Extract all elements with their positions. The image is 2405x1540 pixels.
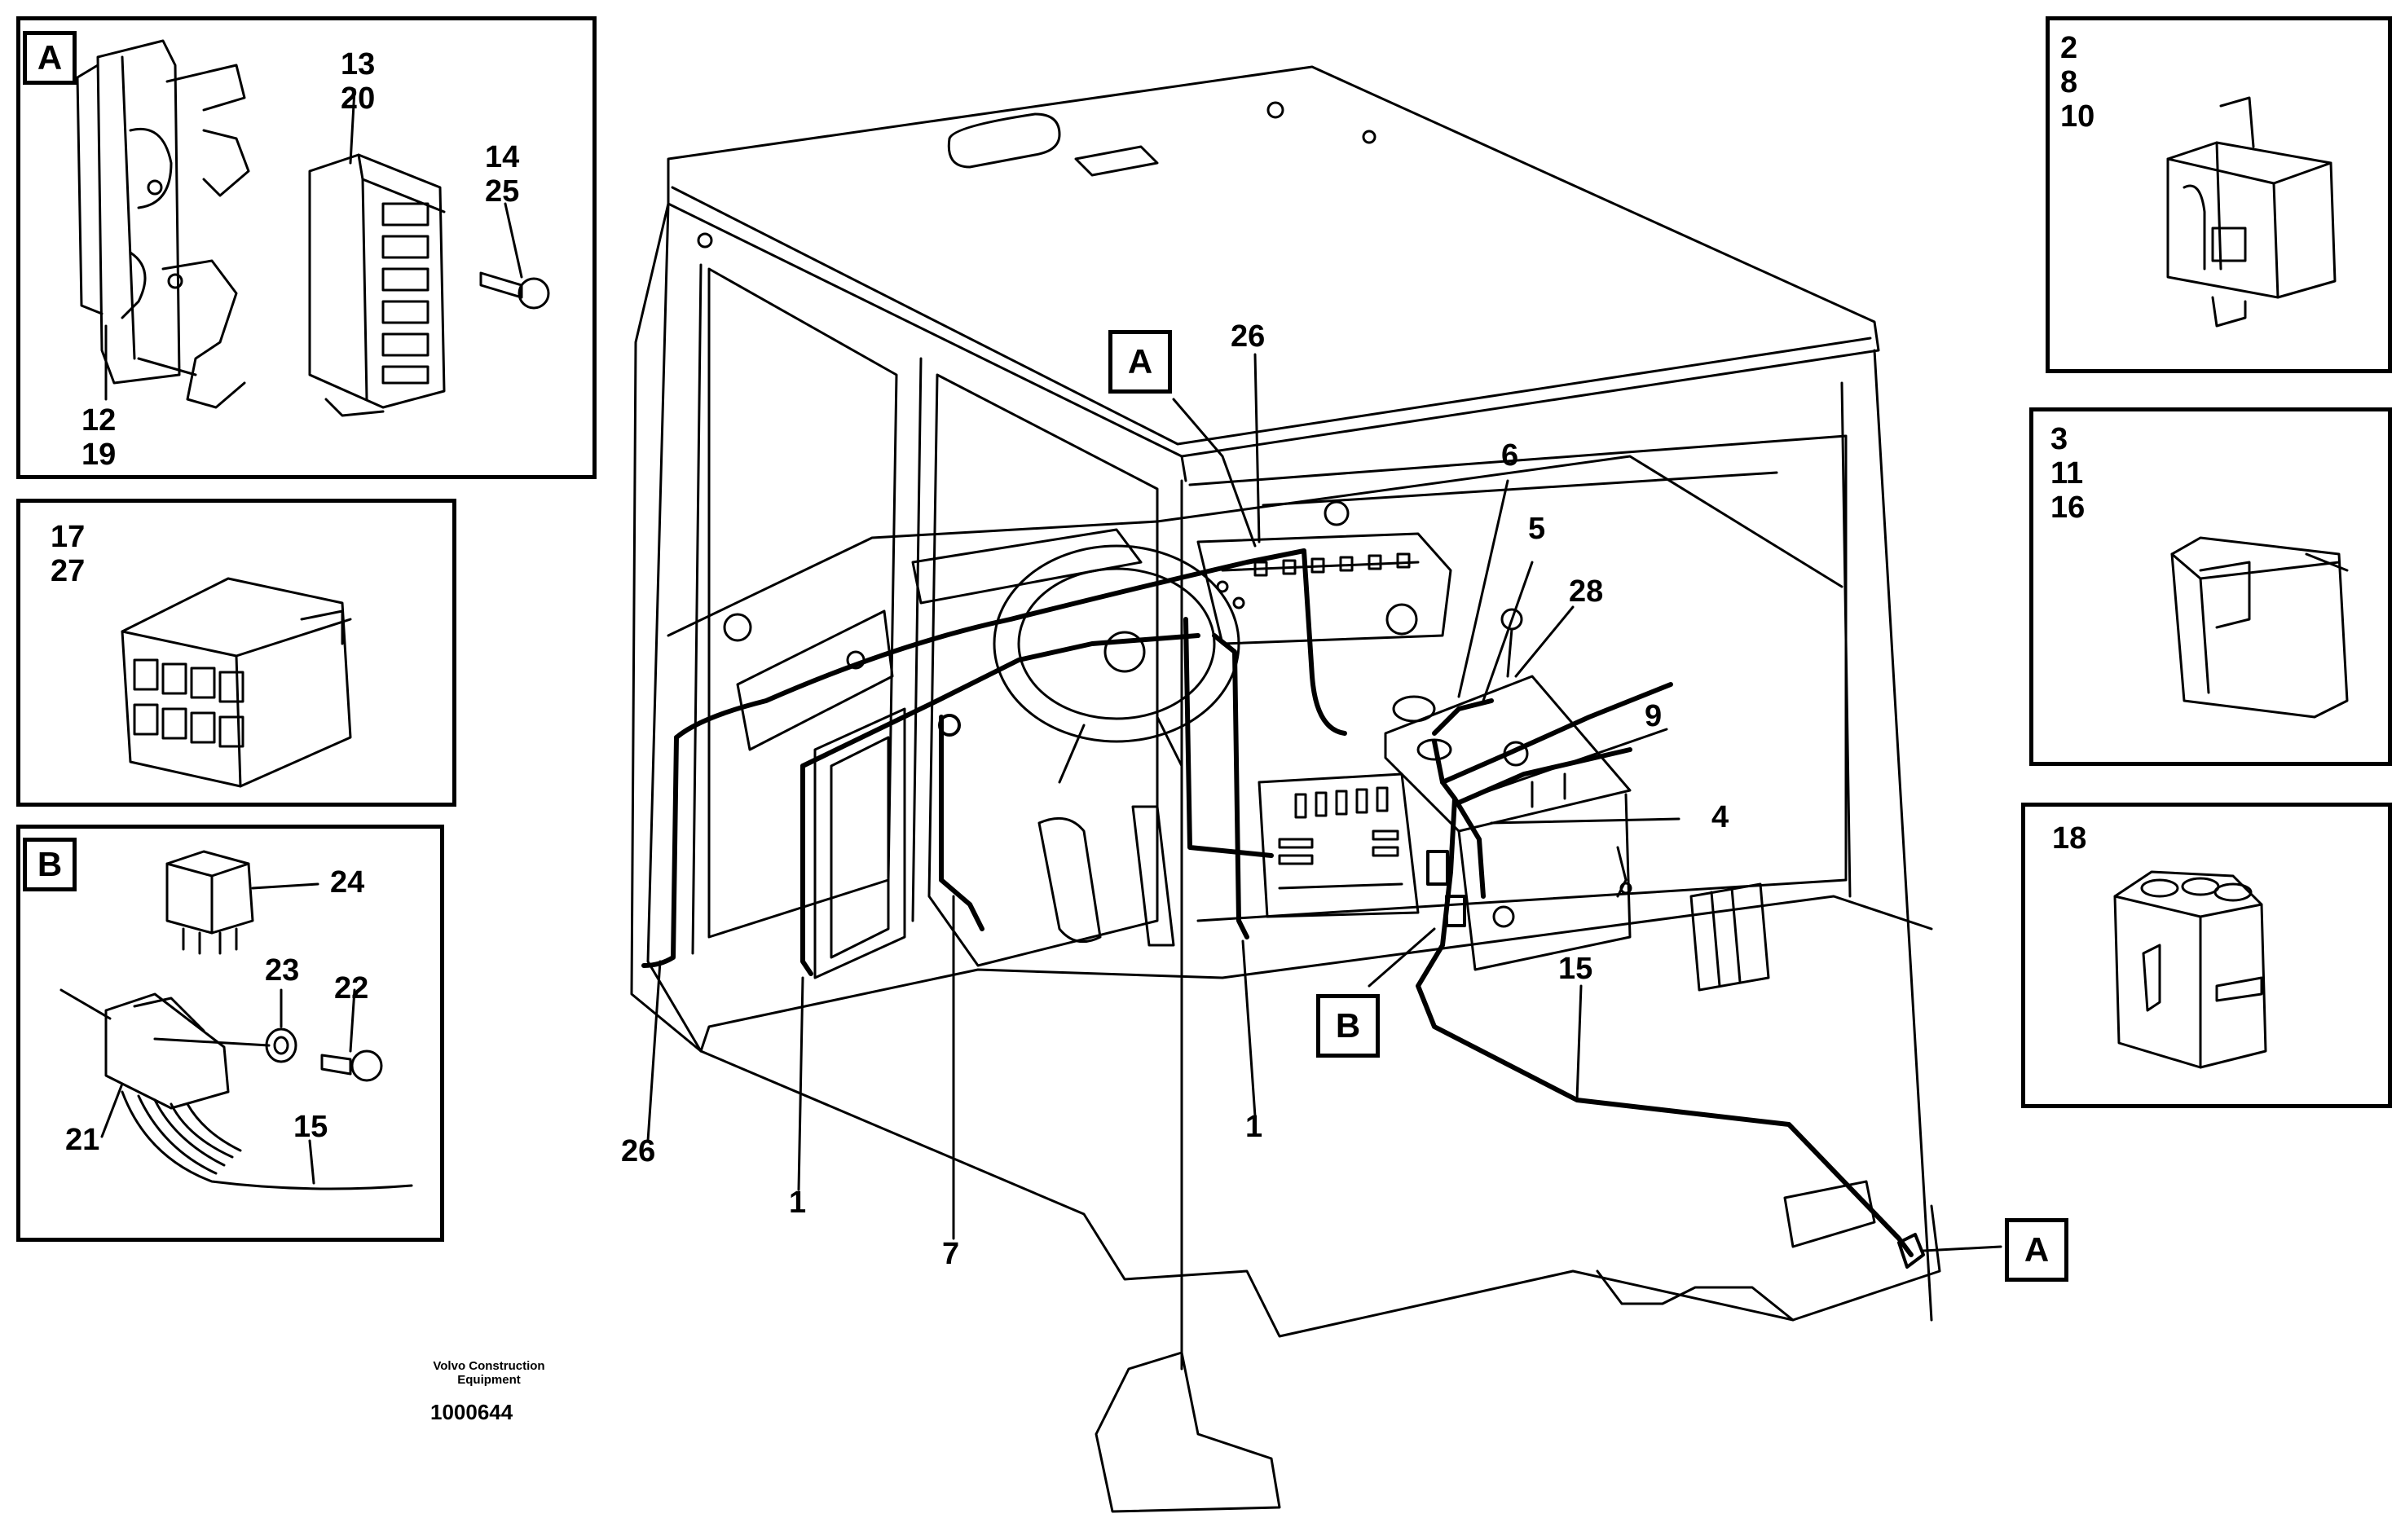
connector-17-27-art	[121, 577, 352, 788]
label-21: 21	[65, 1123, 100, 1157]
manufacturer-credit: Volvo Construction Equipment	[433, 1359, 545, 1387]
connector-3-11-16-art	[2170, 536, 2349, 719]
main-a-tag-right: A	[2005, 1218, 2068, 1282]
label-23: 23	[265, 953, 300, 988]
dashboard-and-steering	[736, 528, 1770, 992]
callout-9: 9	[1645, 699, 1663, 733]
label-22: 22	[334, 971, 369, 1005]
callout-7: 7	[942, 1237, 960, 1271]
callout-1-left: 1	[789, 1186, 807, 1220]
wiring-harnesses	[641, 548, 1914, 1257]
callout-26-top: 26	[1231, 319, 1266, 354]
inset-a-tag: A	[23, 31, 77, 85]
label-15-inset: 15	[293, 1110, 328, 1144]
inset-3-11-16-panel	[2029, 407, 2392, 766]
label-14-25: 14 25	[485, 140, 520, 209]
label-17-27: 17 27	[51, 520, 86, 588]
callout-28: 28	[1569, 574, 1604, 609]
callout-6: 6	[1501, 438, 1519, 473]
main-b-tag: B	[1316, 994, 1380, 1058]
document-number: 1000644	[430, 1400, 513, 1424]
inset-b-tag: B	[23, 838, 77, 891]
label-12-19: 12 19	[81, 403, 117, 472]
inset-a-panel	[16, 16, 597, 479]
indicator-row	[1253, 552, 1411, 577]
main-a-tag-top: A	[1108, 330, 1172, 394]
inset-2-8-10-panel	[2046, 16, 2392, 373]
callout-4: 4	[1711, 800, 1729, 834]
callout-1-right: 1	[1245, 1110, 1263, 1144]
label-13-20: 13 20	[341, 47, 376, 116]
label-24: 24	[330, 865, 365, 900]
callout-26-bottom: 26	[621, 1134, 656, 1168]
inset-b-art	[59, 850, 413, 1190]
connector-18-art	[2113, 870, 2267, 1069]
inset-17-27-panel	[16, 499, 456, 807]
leader-lines	[646, 353, 2002, 1252]
callout-5: 5	[1528, 512, 1546, 546]
label-3-11-16: 3 11 16	[2050, 422, 2086, 525]
cab-outline	[630, 65, 1941, 1513]
connector-2-8-10-art	[2166, 96, 2337, 328]
label-2-8-10: 2 8 10	[2060, 31, 2095, 134]
inset-18-panel	[2021, 803, 2392, 1108]
switch-block	[1278, 786, 1399, 865]
callout-15: 15	[1558, 952, 1593, 986]
inset-b-panel	[16, 825, 444, 1242]
relay-slots	[381, 202, 429, 385]
label-18: 18	[2052, 821, 2087, 856]
inset-a-art	[76, 39, 550, 417]
pin-grid	[133, 658, 244, 748]
